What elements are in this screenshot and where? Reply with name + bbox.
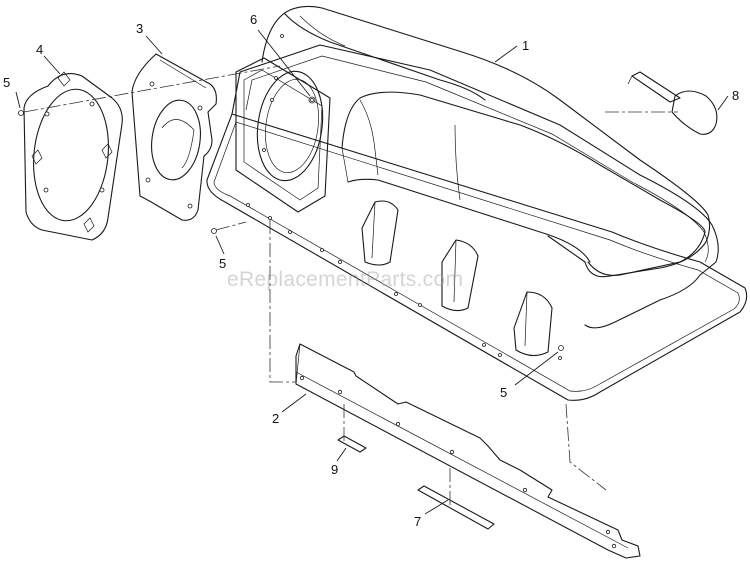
callout-9: 9	[331, 462, 338, 477]
screw-5c-part	[558, 345, 564, 351]
watermark-text: eReplacementParts.com	[227, 268, 464, 291]
callout-8: 8	[732, 88, 739, 103]
pad-9-part	[337, 435, 367, 453]
pad-7-part	[417, 485, 495, 530]
callout-6: 6	[250, 12, 257, 27]
housing-part	[206, 5, 748, 401]
callout-5-right: 5	[500, 385, 507, 400]
callout-1: 1	[522, 38, 529, 53]
adapter-plate-part	[131, 53, 217, 221]
screw-6-part	[308, 96, 316, 104]
callout-7: 7	[414, 514, 421, 529]
callout-4: 4	[36, 42, 43, 57]
callout-3: 3	[136, 21, 143, 36]
callout-5-left: 5	[3, 75, 10, 90]
leader-lines	[15, 29, 729, 515]
alignment-lines	[23, 65, 678, 506]
screw-5a-part	[18, 110, 24, 116]
mounting-bar-part	[295, 343, 641, 559]
callout-5-flange: 5	[219, 256, 226, 271]
flap-part	[627, 71, 718, 135]
screw-5b-part	[211, 228, 217, 234]
gasket-part	[23, 71, 123, 241]
callout-2: 2	[272, 411, 279, 426]
